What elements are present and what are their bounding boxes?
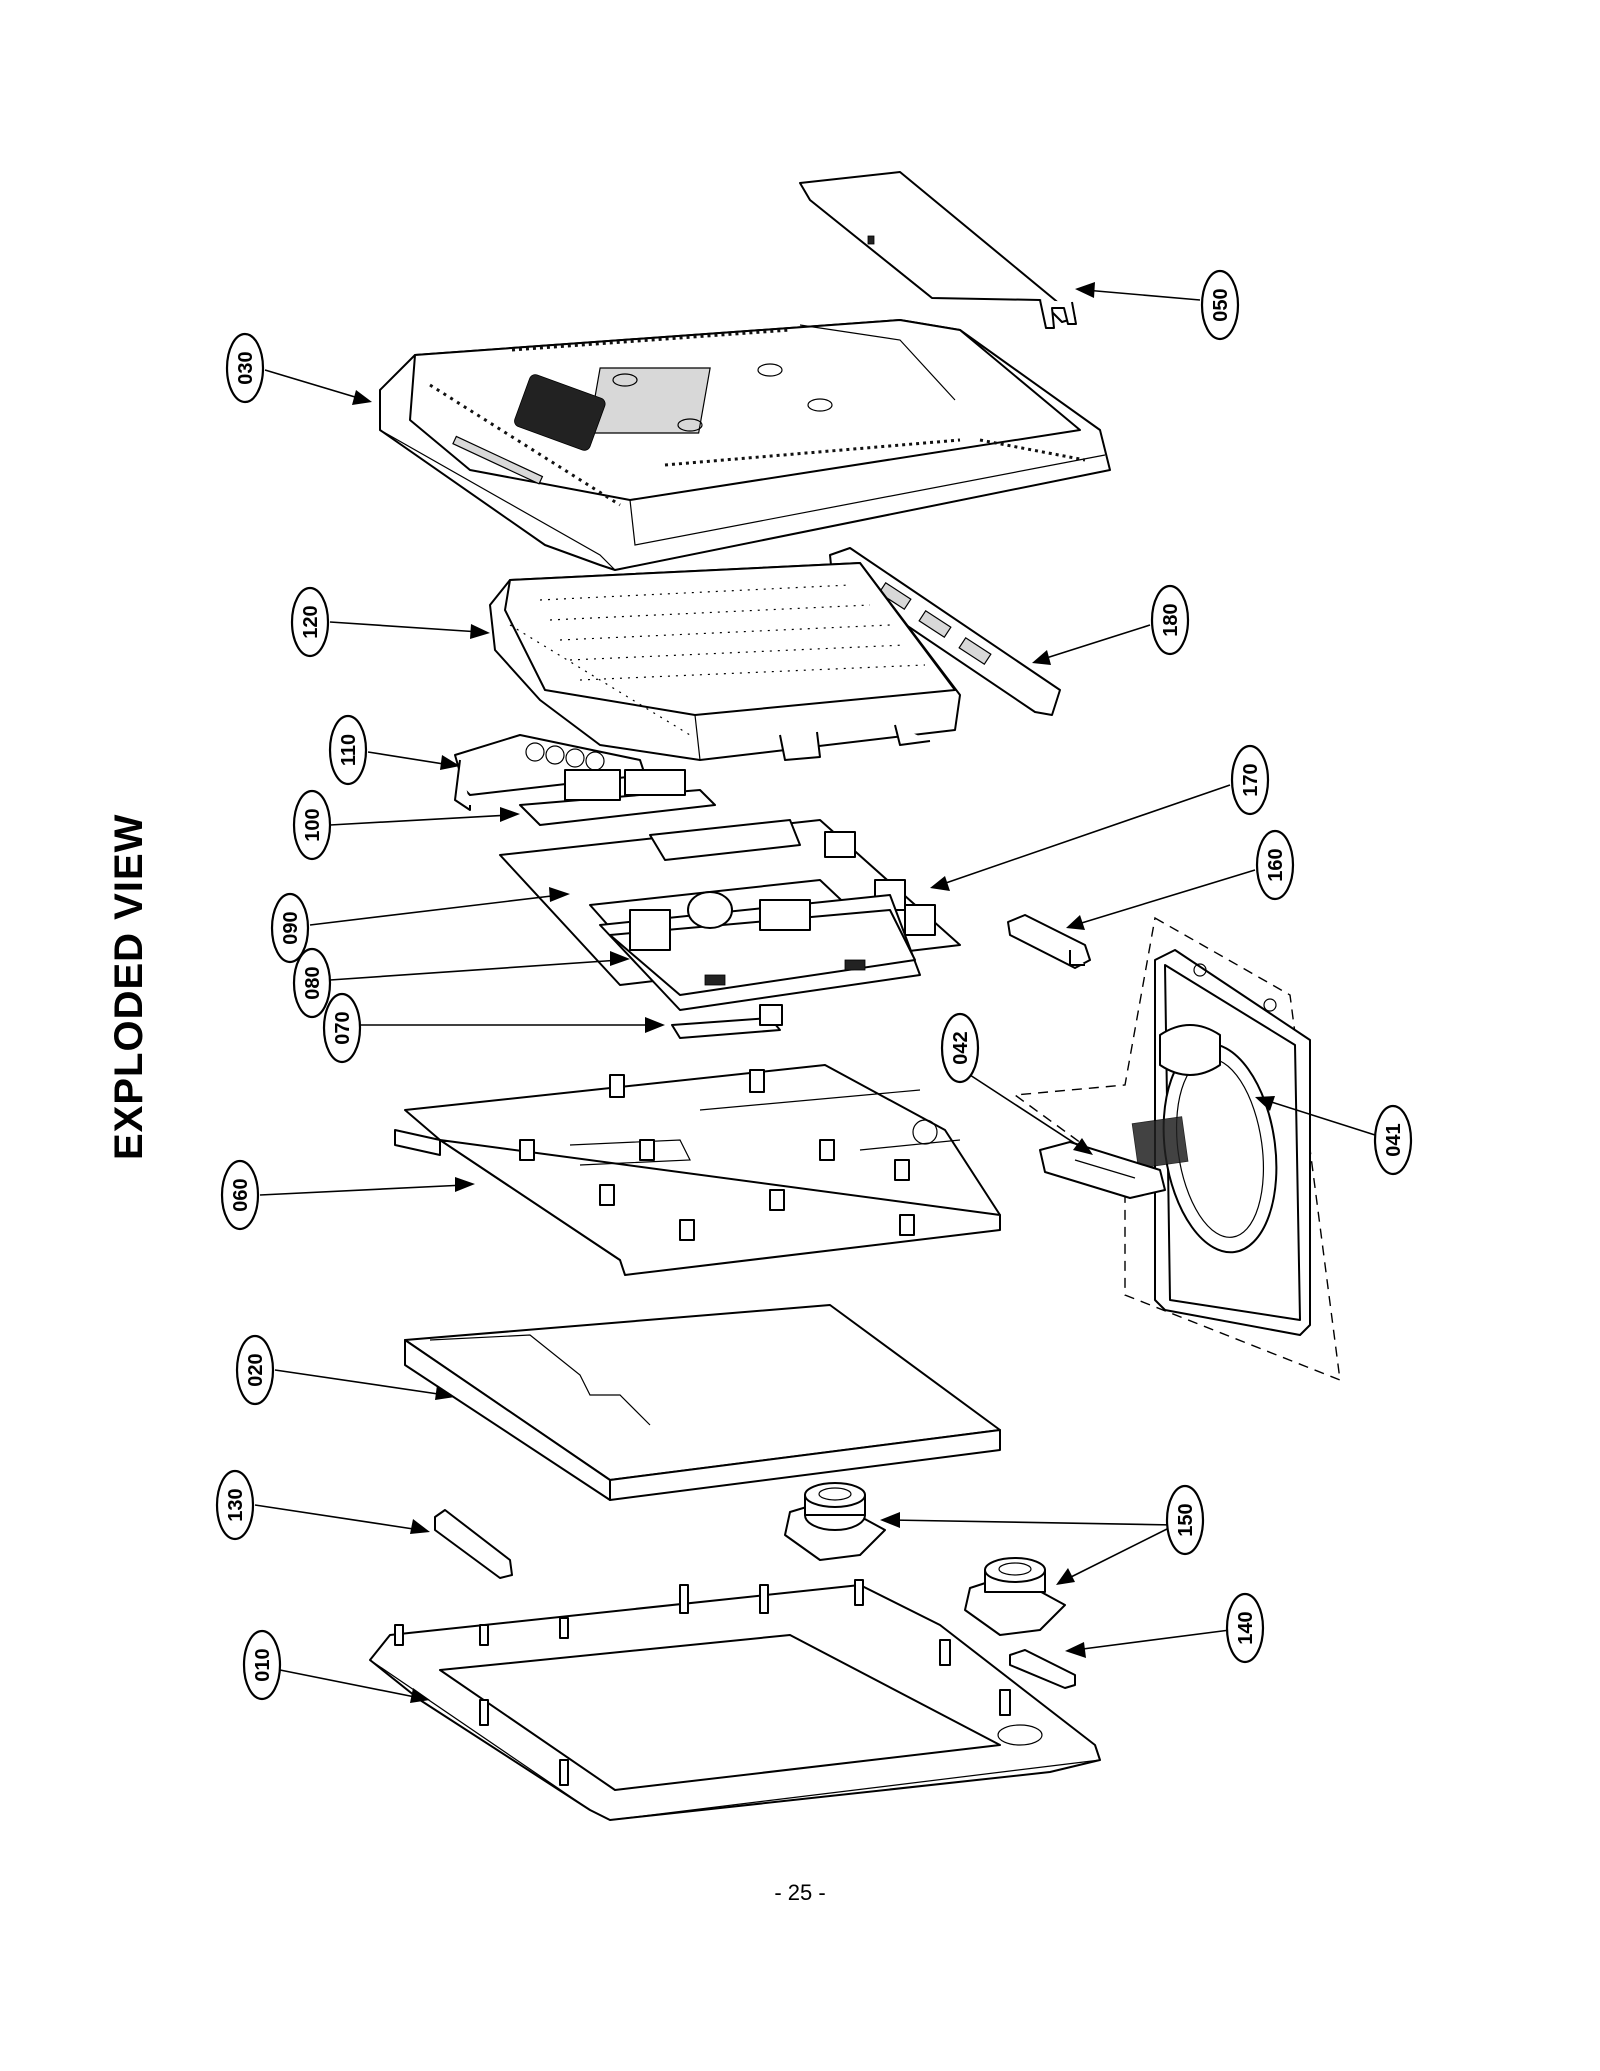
svg-text:050: 050 (1210, 288, 1232, 321)
callout-041: 041 (1373, 1104, 1413, 1176)
leader-arrowheads (352, 282, 1275, 1703)
svg-text:100: 100 (302, 808, 324, 841)
callout-070: 070 (322, 992, 362, 1064)
part-140-small-bracket (1009, 1649, 1076, 1689)
callout-010: 010 (242, 1629, 282, 1701)
callout-030: 030 (225, 332, 265, 404)
svg-text:110: 110 (338, 734, 360, 766)
svg-text:080: 080 (302, 966, 324, 999)
svg-text:130: 130 (225, 1488, 247, 1521)
part-180-side-bracket (829, 547, 1061, 716)
chassis-tabs (519, 1069, 915, 1241)
part-020-lcd-panel (404, 1304, 1001, 1501)
svg-text:060: 060 (230, 1178, 252, 1211)
svg-text:042: 042 (950, 1031, 972, 1064)
callout-060: 060 (220, 1159, 260, 1231)
svg-text:180: 180 (1160, 603, 1182, 636)
part-042-stand-bracket (1039, 1141, 1166, 1199)
callout-170: 170 (1230, 744, 1270, 816)
callout-130: 130 (215, 1469, 255, 1541)
callout-080: 080 (292, 947, 332, 1019)
callout-020: 020 (235, 1334, 275, 1406)
part-080-power-board (589, 879, 921, 1011)
rear-cabinet-vents (429, 328, 1086, 507)
part-010-front-bezel (369, 1579, 1101, 1821)
callout-042: 042 (940, 1012, 980, 1084)
svg-text:120: 120 (300, 605, 322, 638)
part-060-main-chassis (394, 1064, 1001, 1276)
svg-text:140: 140 (1235, 1611, 1257, 1644)
part-070-connector-board (671, 1004, 783, 1039)
callout-180: 180 (1150, 584, 1190, 656)
callout-090: 090 (270, 892, 310, 964)
callout-140: 140 (1225, 1592, 1265, 1664)
bezel-ribs (394, 1579, 1011, 1786)
svg-text:010: 010 (252, 1648, 274, 1681)
part-150-speaker-right (964, 1557, 1066, 1636)
part-030-rear-cabinet (379, 319, 1111, 571)
part-150-speaker-left (784, 1482, 886, 1561)
svg-text:030: 030 (235, 351, 257, 384)
svg-text:170: 170 (1240, 763, 1262, 796)
svg-text:150: 150 (1175, 1503, 1197, 1536)
diagram-title: EXPLODED VIEW (107, 814, 151, 1160)
part-160-hinge-clip (1007, 914, 1091, 969)
svg-text:041: 041 (1383, 1123, 1405, 1156)
part-120-shield-case (489, 562, 961, 761)
part-100-small-board (519, 769, 716, 826)
part-050-rear-cover (799, 171, 1077, 329)
callout-150: 150 (1165, 1484, 1205, 1556)
svg-text:160: 160 (1265, 848, 1287, 881)
svg-text:090: 090 (280, 911, 302, 944)
part-041-stand (1013, 916, 1341, 1382)
callout-120: 120 (290, 586, 330, 658)
callout-110: 110 (328, 714, 368, 786)
svg-text:070: 070 (332, 1011, 354, 1044)
leader-lines (254, 289, 1376, 1699)
page-number: - 25 - (774, 1880, 826, 1905)
part-130-pad (434, 1509, 513, 1579)
svg-text:020: 020 (245, 1353, 267, 1386)
shield-perforation (509, 584, 926, 736)
callout-100: 100 (292, 789, 332, 861)
callout-050: 050 (1200, 269, 1240, 341)
callout-160: 160 (1255, 829, 1295, 901)
